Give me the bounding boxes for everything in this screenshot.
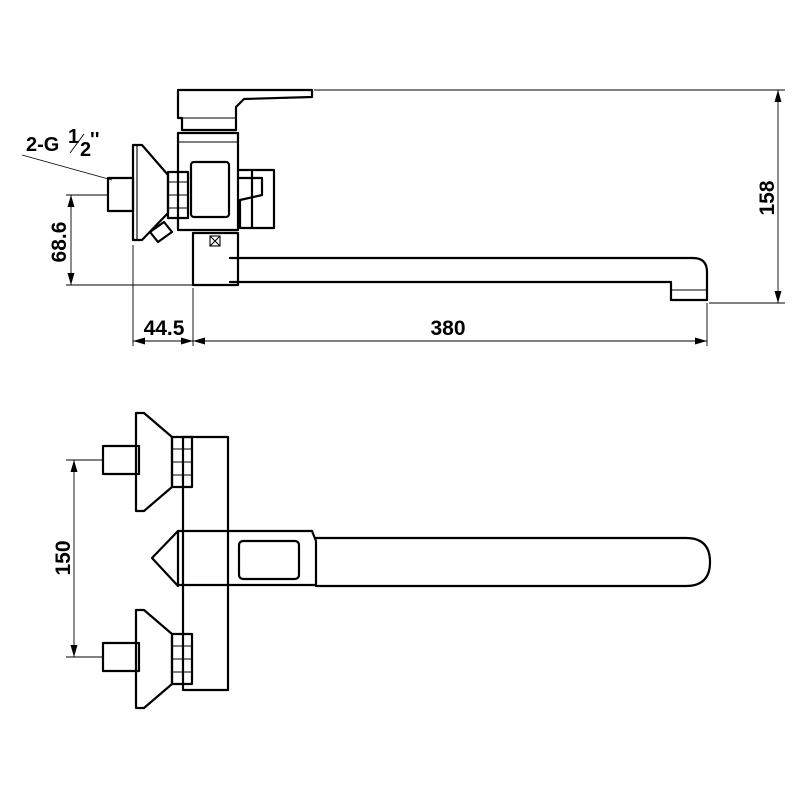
eccentric-connector <box>106 176 135 213</box>
thread-fraction-den: 2 <box>80 139 91 161</box>
front-view <box>106 88 709 302</box>
height-outlet-label: 68.6 <box>48 222 71 263</box>
diverter-knob <box>236 168 276 230</box>
dimension-lines <box>21 89 785 658</box>
center-distance-label: 150 <box>52 540 75 575</box>
top-handle-and-spout <box>150 529 712 588</box>
small-screw <box>148 220 174 244</box>
upper-inlet <box>101 411 194 513</box>
spout-reach-label: 380 <box>430 317 465 340</box>
thread-label: 2-G 1 2 '' <box>26 126 100 161</box>
top-body <box>181 435 230 692</box>
thread-fraction-num: 1 <box>68 126 79 148</box>
top-view <box>101 411 712 710</box>
height-total-label: 158 <box>756 180 779 215</box>
wall-flange <box>131 143 170 242</box>
dimension-labels: 2-G 1 2 '' 158 68.6 44.5 380 150 <box>26 126 779 576</box>
lower-inlet <box>101 608 194 710</box>
lever-handle <box>176 88 314 132</box>
thread-prefix: 2-G <box>26 134 59 156</box>
offset-label: 44.5 <box>144 317 185 340</box>
thread-suffix: '' <box>90 129 100 151</box>
spout <box>228 256 709 302</box>
